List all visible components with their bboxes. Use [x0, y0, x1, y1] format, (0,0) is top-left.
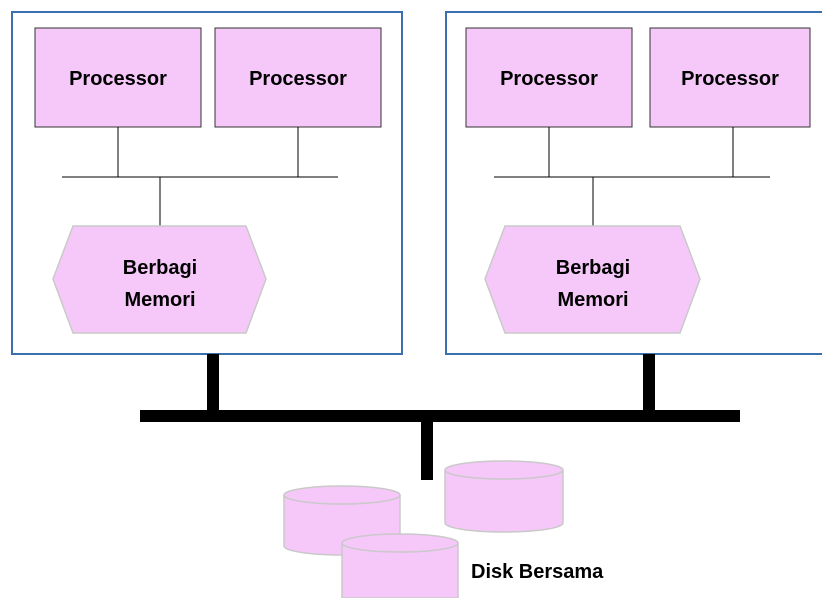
memory-hexagon	[484, 225, 701, 334]
disk-top	[283, 485, 401, 505]
disk-top	[444, 460, 564, 480]
processor-label: Processor	[69, 68, 167, 90]
disk-body	[341, 543, 459, 598]
memory-label-line1: Berbagi	[123, 257, 197, 279]
node-2-processor-2: Processor	[649, 27, 811, 128]
processor-label: Processor	[249, 68, 347, 90]
processor-box	[649, 27, 811, 128]
memory-label-line1: Berbagi	[556, 257, 630, 279]
disk-body	[444, 470, 564, 533]
disk	[444, 460, 564, 533]
processor-label: Processor	[500, 68, 598, 90]
node-2-processor-1: Processor	[465, 27, 633, 128]
node-1-processor-1: Processor	[34, 27, 202, 128]
node-1: Processor Processor Berbagi Memori	[11, 11, 403, 355]
shared-disks: Disk Bersama	[283, 460, 604, 598]
processor-box	[214, 27, 382, 128]
disk	[341, 533, 459, 598]
processor-box	[465, 27, 633, 128]
processor-box	[34, 27, 202, 128]
memory-label-line2: Memori	[124, 289, 195, 311]
processor-label: Processor	[681, 68, 779, 90]
node-1-processor-2: Processor	[214, 27, 382, 128]
node-1-shared-memory: Berbagi Memori	[52, 225, 267, 334]
node-2: Processor Processor Berbagi Memori	[445, 11, 822, 355]
disk-top	[341, 533, 459, 553]
memory-label-line2: Memori	[557, 289, 628, 311]
interconnect	[140, 354, 740, 480]
node-2-shared-memory: Berbagi Memori	[484, 225, 701, 334]
shared-disk-label: Disk Bersama	[471, 561, 604, 583]
memory-hexagon	[52, 225, 267, 334]
